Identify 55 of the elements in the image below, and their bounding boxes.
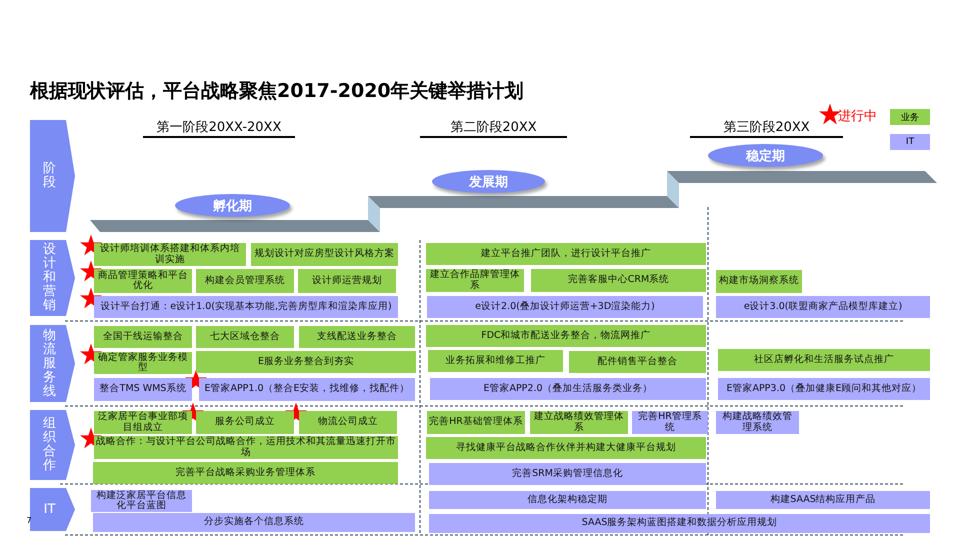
business-task-box: 构建会员管理系统 [196,269,294,293]
it-task-box: 整合TMS WMS系统 [94,378,192,401]
it-task-box: 完善SRM采购管理信息化 [429,463,706,485]
legend-label: 业务 [901,112,919,124]
business-task-box: 完善平台战略采购业务管理体系 [93,462,398,484]
business-task-box: 商品管理策略和平台优化 [94,269,192,293]
section-tab: 设计和营销 [30,240,75,316]
section-tab: 组织合作 [30,410,75,480]
it-task-box: 构建泛家居平台信息化平台蓝图 [91,490,192,512]
business-task-box: 设计师运营规划 [298,269,396,293]
business-task-box: 社区店孵化和生活服务试点推广 [718,349,930,371]
business-task-box: 泛家居平台事业部项目组成立 [94,411,192,434]
stage-ellipse: 发展期 [432,170,545,193]
business-task-box: 服务公司成立 [196,411,294,434]
it-task-box: 分步实施各个信息系统 [93,513,415,532]
title: 根据现状评估，平台战略聚焦2017-2020年关键举措计划 [30,79,524,104]
business-task-box: 完善HR基础管理体系 [427,411,525,434]
phase-heading: 第一阶段20XX-20XX [143,118,295,138]
it-task-box: 信息化架构稳定期 [429,491,706,509]
it-task-box: 构建SAAS结构应用产品 [716,491,930,509]
section-tab: 物流服务线 [30,325,75,402]
it-task-box: E管家APP1.0（整合E安装，找维修，找配件） [199,378,415,401]
legend-label: IT [906,137,914,147]
stage-ellipse: 稳定期 [708,144,823,167]
it-task-box: SAAS服务架构蓝图搭建和数据分析应用规划 [429,514,930,533]
it-task-box: e设计3.0(联盟商家产品模型库建立) [716,296,930,318]
business-task-box: 建立战略绩效管理体系 [530,411,628,434]
it-task-box: 构建战略绩效管理系统 [716,411,799,434]
it-task-box: e设计2.0(叠加设计师运营+3D渲染能力) [427,296,703,318]
business-task-box: 构建市场洞察系统 [716,270,802,293]
business-task-box: E服务业务整合到夯实 [196,351,416,373]
business-task-box: 配件销售平台整合 [569,351,706,373]
business-task-box: 七大区域仓整合 [196,326,294,348]
section-tab: 阶段 [30,120,75,232]
it-task-box: 完善HR管理系统 [632,411,708,434]
business-task-box: 确定管家服务业务模型 [94,352,192,374]
it-task-box: E管家APP3.0（叠加健康E顾问和其他对应） [718,378,930,400]
business-task-box: 建立平台推广团队，进行设计平台推广 [426,243,706,265]
business-task-box: 建立合作品牌管理体系 [426,269,524,292]
it-task-box: E管家APP2.0（叠加生活服务类业务） [430,378,706,400]
business-task-box: 物流公司成立 [299,411,397,434]
phase-heading: 第二阶段20XX [420,118,567,138]
section-tab: IT [30,488,75,531]
business-task-box: 业务拓展和维修工推广 [428,350,563,372]
business-task-box: 设计师培训体系搭建和体系内培训实施 [94,243,246,266]
business-task-box: 规划设计对应房型设计风格方案 [251,243,398,266]
business-task-box: FDC和城市配送业务整合，物流网推广 [426,325,706,347]
page-number: 7 [25,516,33,525]
business-task-box: 战略合作：与设计平台公司战略合作，运用技术和其流量迅速打开市场 [94,436,398,459]
stage-ellipse: 孵化期 [175,194,290,217]
business-task-box: 支线配送业务整合 [299,326,415,348]
business-task-box: 全国干线运输整合 [94,326,192,348]
business-task-box: 完善客服中心CRM系统 [531,269,706,292]
it-task-box: 设计平台打通：e设计1.0(实现基本功能,完善房型库和渲染库应用) [94,296,398,318]
business-task-box: 寻找健康平台战略合作伙伴并构建大健康平台规划 [426,437,706,459]
